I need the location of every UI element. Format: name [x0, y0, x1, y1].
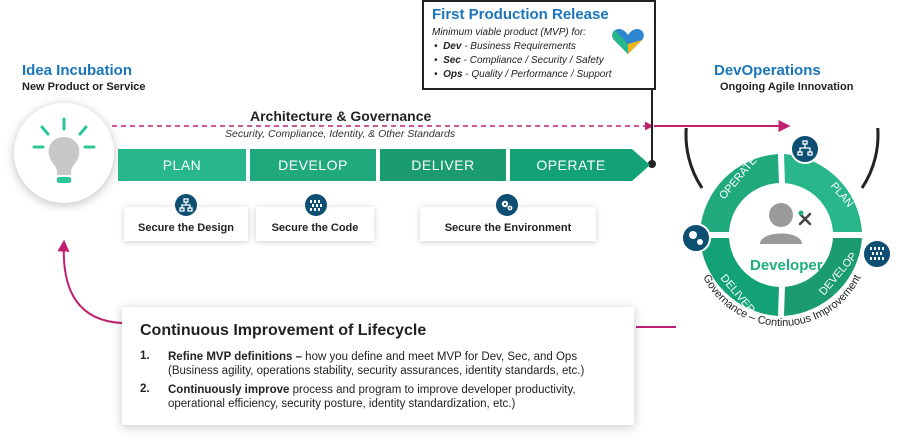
phase-plan: PLAN [118, 149, 246, 181]
segment-deliver [700, 238, 779, 316]
idea-incubation-title: Idea Incubation [22, 62, 133, 79]
improvement-item-2: Continuously improve process and program… [168, 383, 628, 411]
secure-environment-label: Secure the Environment [444, 222, 572, 234]
improvement-title: Continuous Improvement of Lifecycle [140, 322, 427, 339]
improvement-item-bold: Continuously improve [168, 384, 290, 396]
outer-ring-arc [684, 128, 880, 189]
binary-code-icon [305, 194, 327, 216]
item-text: - Compliance / Security / Safety [460, 55, 604, 66]
improvement-box [122, 307, 634, 425]
improvement-item-bold: Refine MVP definitions – [168, 351, 302, 363]
lightbulb-icon [32, 117, 96, 183]
phase-develop: DEVELOP [250, 149, 376, 181]
phase-operate: OPERATE [510, 149, 632, 181]
hierarchy-icon [175, 194, 197, 216]
first-release-subtitle: Minimum viable product (MVP) for: [432, 27, 586, 38]
idea-bulb-badge [14, 103, 114, 203]
developer-label: Developer [750, 257, 823, 274]
devops-subtitle: Ongoing Agile Innovation [720, 81, 854, 93]
first-release-item-sec: • Sec - Compliance / Security / Safety [434, 55, 604, 66]
devsecops-heart-icon [612, 29, 644, 54]
segment-plan [784, 154, 862, 232]
segment-operate [700, 154, 779, 232]
improvement-item-1: Refine MVP definitions – how you define … [168, 350, 628, 378]
segment-develop [784, 238, 862, 316]
secure-code-label: Secure the Code [271, 222, 359, 234]
improvement-item-text: process and program to improve developer… [168, 384, 576, 410]
first-release-item-dev: • Dev - Business Requirements [434, 41, 576, 52]
release-connector-dot [648, 160, 656, 168]
first-release-box [422, 0, 656, 90]
improvement-item-number: 2. [140, 383, 150, 395]
improvement-item-number: 1. [140, 350, 150, 362]
improvement-item-text: how you define and meet MVP for Dev, Sec… [168, 351, 585, 377]
first-release-item-ops: • Ops - Quality / Performance / Support [434, 69, 612, 80]
item-key: Ops [443, 69, 463, 80]
architecture-subtitle: Security, Compliance, Identity, & Other … [225, 128, 456, 140]
item-text: - Business Requirements [461, 41, 576, 52]
architecture-title: Architecture & Governance [250, 108, 432, 124]
devops-cycle: OPERATE PLAN DEVELOP DELIVER Governance … [681, 128, 892, 329]
cycle-develop-icon [862, 239, 892, 269]
improvement-feedback-arrow [57, 239, 123, 324]
cycle-operate-icon [681, 223, 711, 253]
first-release-title: First Production Release [432, 6, 609, 23]
secure-design-label: Secure the Design [138, 222, 234, 234]
secure-design-box: Secure the Design [124, 207, 248, 241]
devops-title: DevOperations [714, 62, 821, 79]
phase-deliver: DELIVER [380, 149, 506, 181]
developer-icon [760, 203, 812, 244]
idea-incubation-subtitle: New Product or Service [22, 81, 146, 93]
item-key: Sec [443, 55, 461, 66]
phase-arrow-tip [632, 149, 650, 181]
cycle-plan-icon [790, 134, 820, 164]
gears-icon [496, 194, 518, 216]
item-key: Dev [443, 41, 462, 52]
item-text: - Quality / Performance / Support [462, 69, 612, 80]
